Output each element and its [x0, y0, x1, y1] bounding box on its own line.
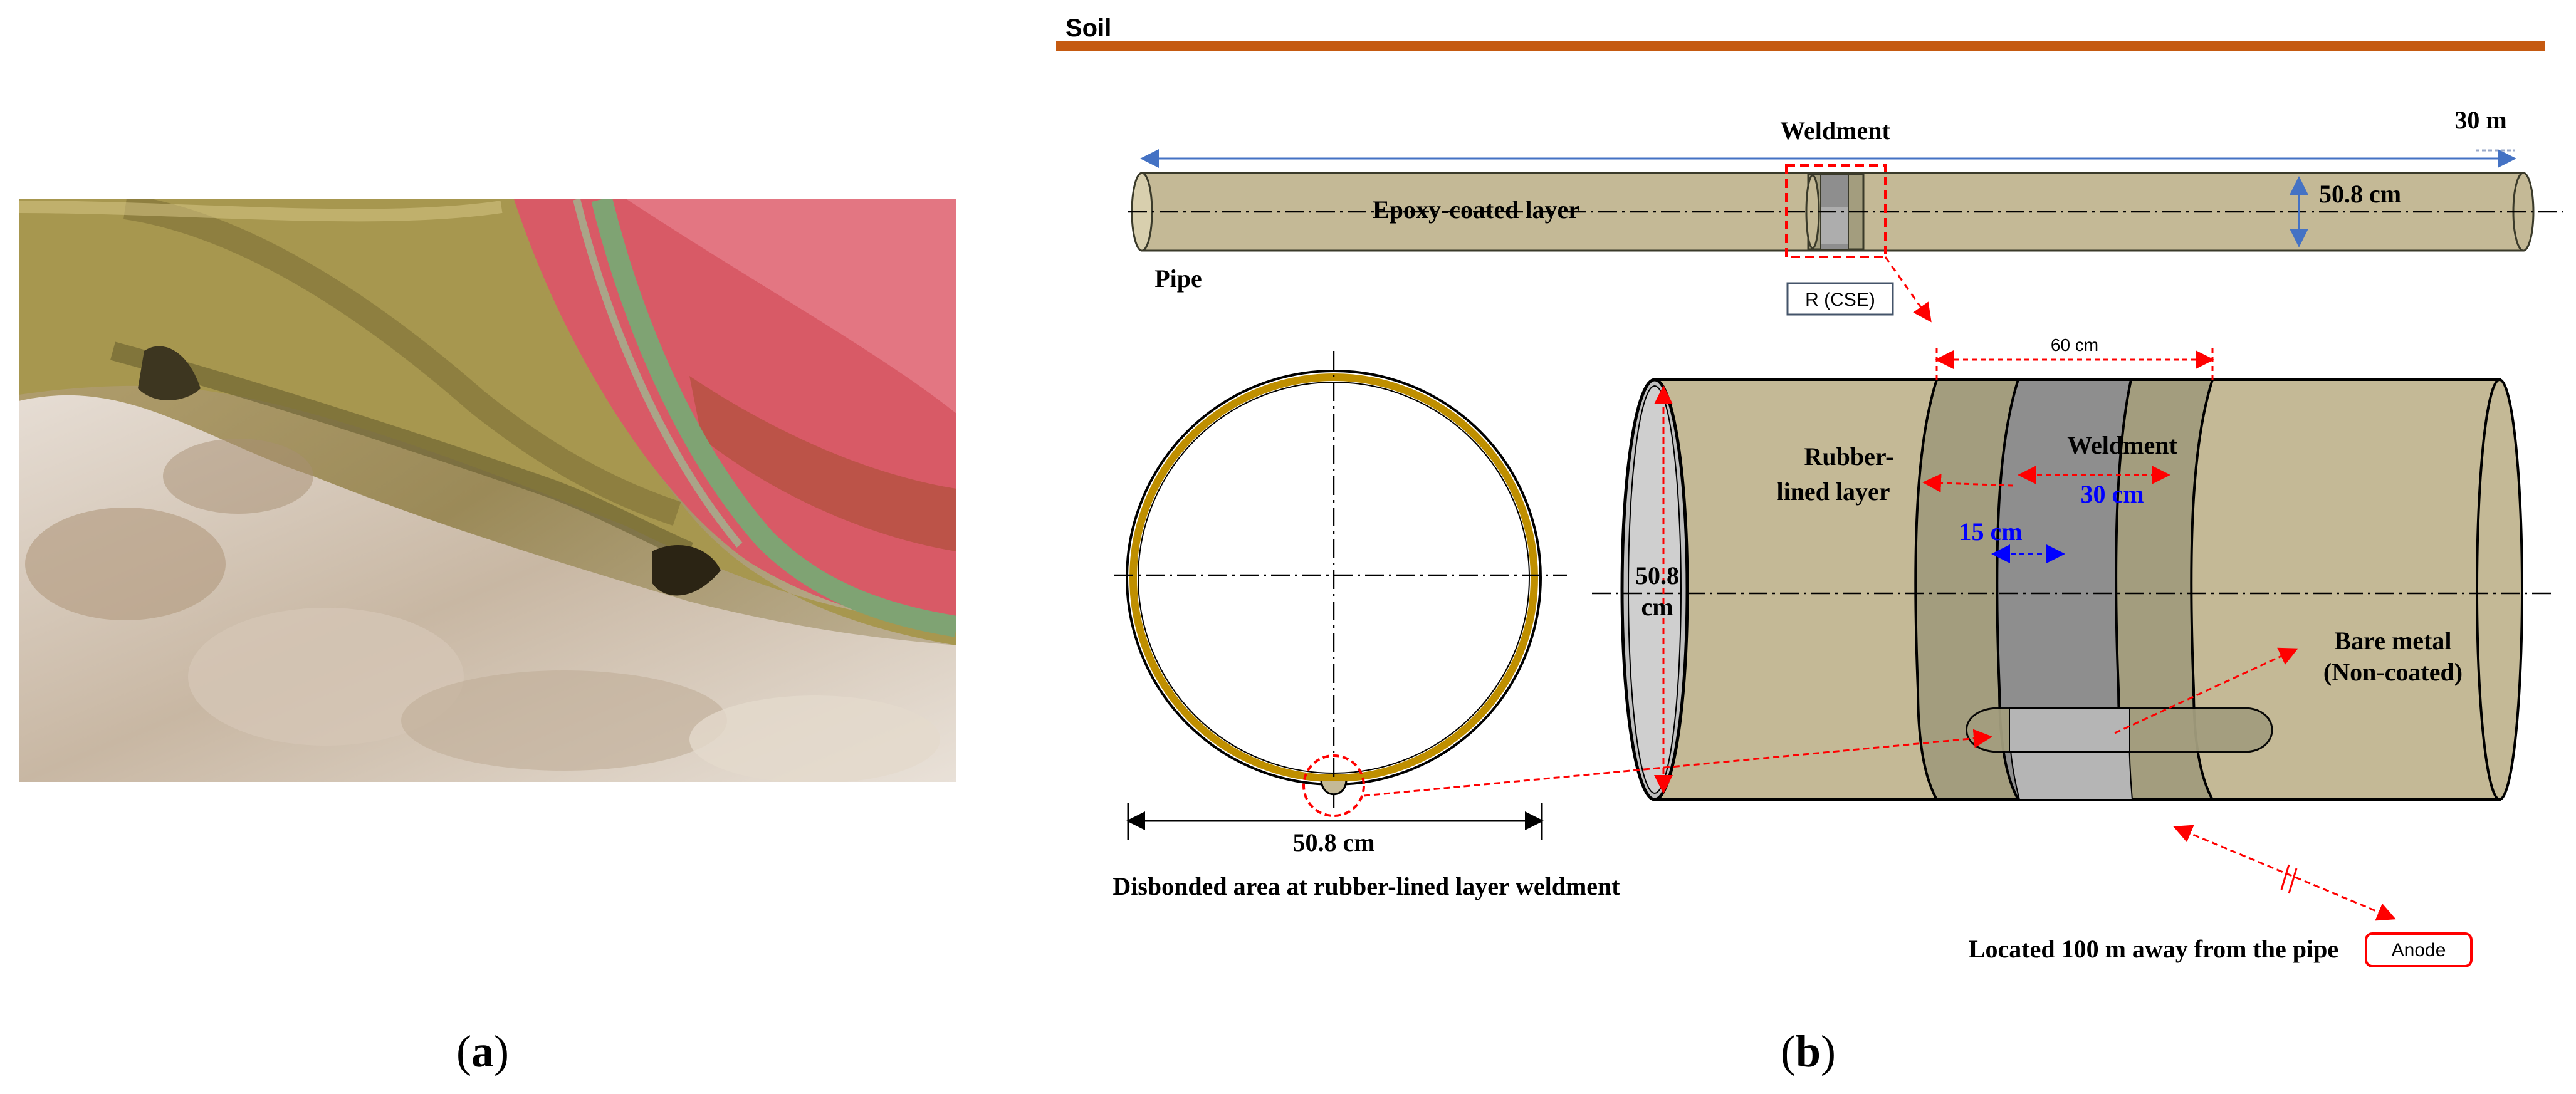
cross-section-diameter-label: 50.8 cm: [1292, 828, 1374, 857]
bare-metal-line2: (Non-coated): [2323, 658, 2463, 686]
rubber-label-line2: lined layer: [1776, 477, 1890, 506]
soil-label: Soil: [1065, 14, 1111, 42]
epoxy-coated-label: Epoxy-coated layer: [1373, 195, 1579, 224]
panel-b-label: (b): [1781, 1026, 1836, 1076]
disbond-link-arrow: [1363, 729, 1992, 797]
weld-width-label: 60 cm: [2051, 335, 2098, 355]
rubber-label-arrow: [1922, 473, 2014, 492]
break-mark-2: [2288, 868, 2298, 894]
bare-metal-line1: Bare metal: [2335, 627, 2452, 655]
soil-line: [1056, 41, 2545, 51]
pipe-photo: [19, 199, 956, 782]
overview-pipe: [1128, 172, 2563, 252]
reference-electrode-box: [1786, 282, 1894, 316]
anode-label: Anode: [2392, 940, 2446, 961]
pipe-label: Pipe: [1154, 264, 1202, 293]
anode-distance-label: Located 100 m away from the pipe: [1969, 935, 2338, 963]
reference-electrode-label: R (CSE): [1805, 289, 1875, 310]
detail-weldment-label: Weldment: [2067, 431, 2177, 459]
detail-callout-arrow: [1884, 256, 1932, 323]
detail-diameter-line2: cm: [1641, 593, 1673, 621]
overview-weldment-label: Weldment: [1780, 117, 1890, 145]
anode-distance-arrow: [2173, 825, 2396, 921]
length-label: 30 m: [2454, 106, 2506, 134]
break-mark-1: [2280, 864, 2290, 890]
detail-diameter-line1: 50.8: [1635, 561, 1679, 590]
cross-section-caption: Disbonded area at rubber-lined layer wel…: [1113, 872, 1620, 900]
rubber-width-label: 15 cm: [1959, 518, 2022, 546]
overview-diameter-label: 50.8 cm: [2319, 180, 2401, 208]
detail-selection-box: [1785, 164, 1887, 258]
cross-section: [1114, 351, 1567, 817]
weldment-width-label: 30 cm: [2080, 480, 2144, 508]
anode-box: [2365, 932, 2473, 967]
bare-metal-arrow: [2114, 647, 2298, 734]
panel-a-label: (a): [456, 1026, 509, 1076]
rubber-label-line1: Rubber-: [1804, 442, 1894, 471]
